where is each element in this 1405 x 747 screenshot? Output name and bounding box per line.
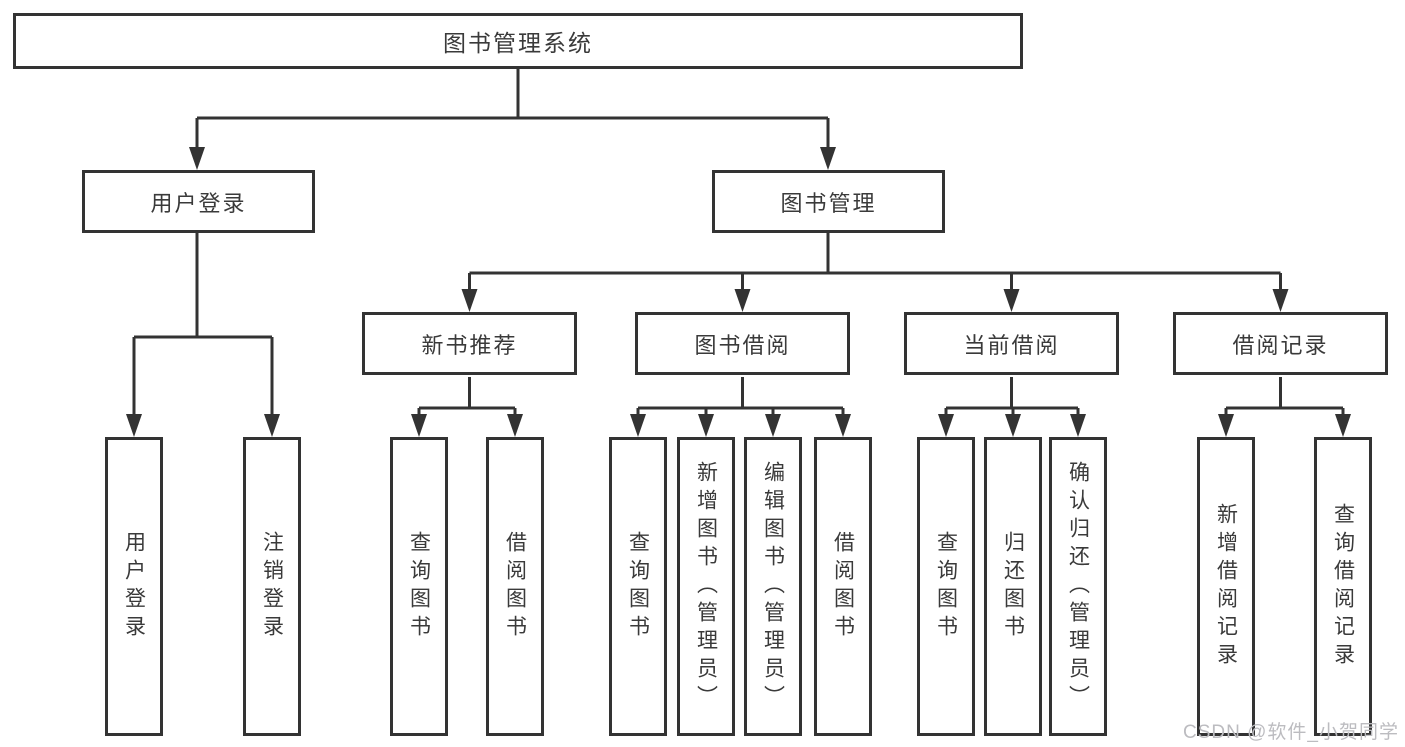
node-label: 查询借阅记录 — [1331, 502, 1355, 671]
node-label: 查询图书 — [407, 530, 431, 643]
node-label: 新增图书（管理员） — [694, 460, 718, 713]
node-borrow-books: 借阅图书 — [486, 437, 544, 736]
node-current-borrowing: 当前借阅 — [904, 312, 1119, 375]
node-label: 借阅图书 — [503, 530, 527, 643]
node-label: 用户登录 — [122, 530, 146, 643]
node-user-login: 用户登录 — [105, 437, 163, 736]
node-query-borrow-record: 查询借阅记录 — [1314, 437, 1372, 736]
node-confirm-return-admin: 确认归还（管理员） — [1049, 437, 1107, 736]
node-label: 编辑图书（管理员） — [761, 460, 785, 713]
node-logout: 注销登录 — [243, 437, 301, 736]
node-add-borrow-record: 新增借阅记录 — [1197, 437, 1255, 736]
node-book-management: 图书管理 — [712, 170, 945, 233]
node-new-book-recommendation: 新书推荐 — [362, 312, 577, 375]
node-return-books: 归还图书 — [984, 437, 1042, 736]
node-label: 查询图书 — [626, 530, 650, 643]
csdn-watermark: CSDN @软件_小贺同学 — [1183, 722, 1399, 743]
arrowheads — [126, 147, 1351, 437]
node-label: 新增借阅记录 — [1214, 502, 1238, 671]
node-label: 归还图书 — [1001, 530, 1025, 643]
node-label: 确认归还（管理员） — [1066, 460, 1090, 713]
node-borrowing-records: 借阅记录 — [1173, 312, 1388, 375]
node-query-books: 查询图书 — [917, 437, 975, 736]
node-label: 注销登录 — [260, 530, 284, 643]
node-label: 查询图书 — [934, 530, 958, 643]
node-book-borrowing: 图书借阅 — [635, 312, 850, 375]
node-label: 借阅图书 — [831, 530, 855, 643]
node-borrow-books: 借阅图书 — [814, 437, 872, 736]
node-query-books: 查询图书 — [609, 437, 667, 736]
node-user-login-branch: 用户登录 — [82, 170, 315, 233]
node-query-books: 查询图书 — [390, 437, 448, 736]
node-edit-books-admin: 编辑图书（管理员） — [744, 437, 802, 736]
node-add-books-admin: 新增图书（管理员） — [677, 437, 735, 736]
node-library-system: 图书管理系统 — [13, 13, 1023, 69]
